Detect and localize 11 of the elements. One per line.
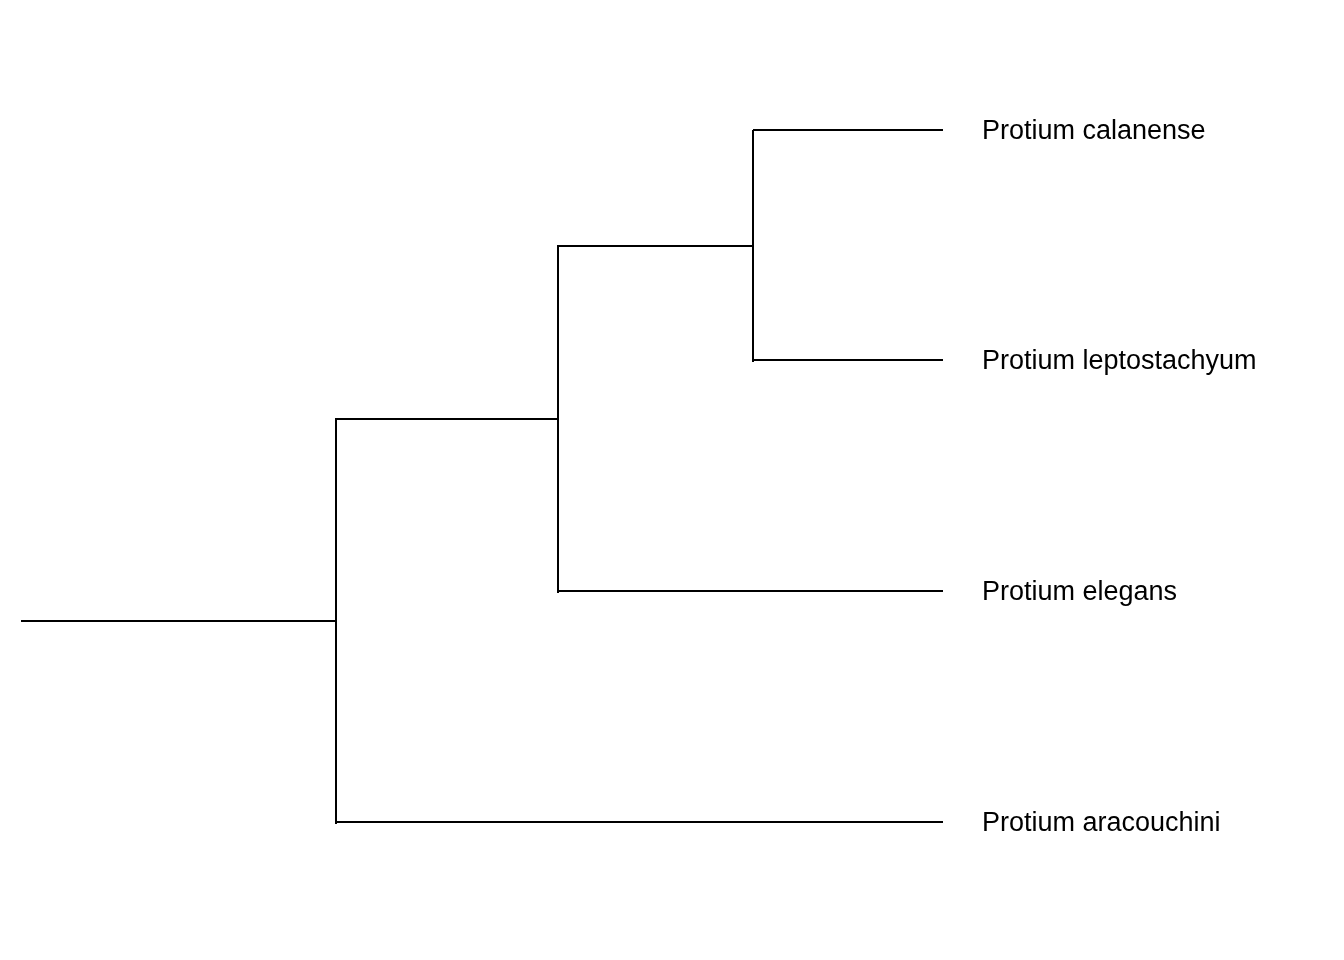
taxon-label: Protium elegans — [982, 575, 1178, 607]
branch-line — [557, 590, 944, 592]
branch-line — [20, 620, 336, 622]
branch-line — [335, 418, 558, 420]
branch-line — [752, 129, 944, 131]
branch-line — [335, 821, 944, 823]
branch-line — [557, 245, 753, 247]
taxon-label: Protium calanense — [982, 114, 1206, 146]
taxon-label: Protium aracouchini — [982, 806, 1221, 838]
taxon-label: Protium leptostachyum — [982, 344, 1257, 376]
branch-line — [752, 359, 944, 361]
